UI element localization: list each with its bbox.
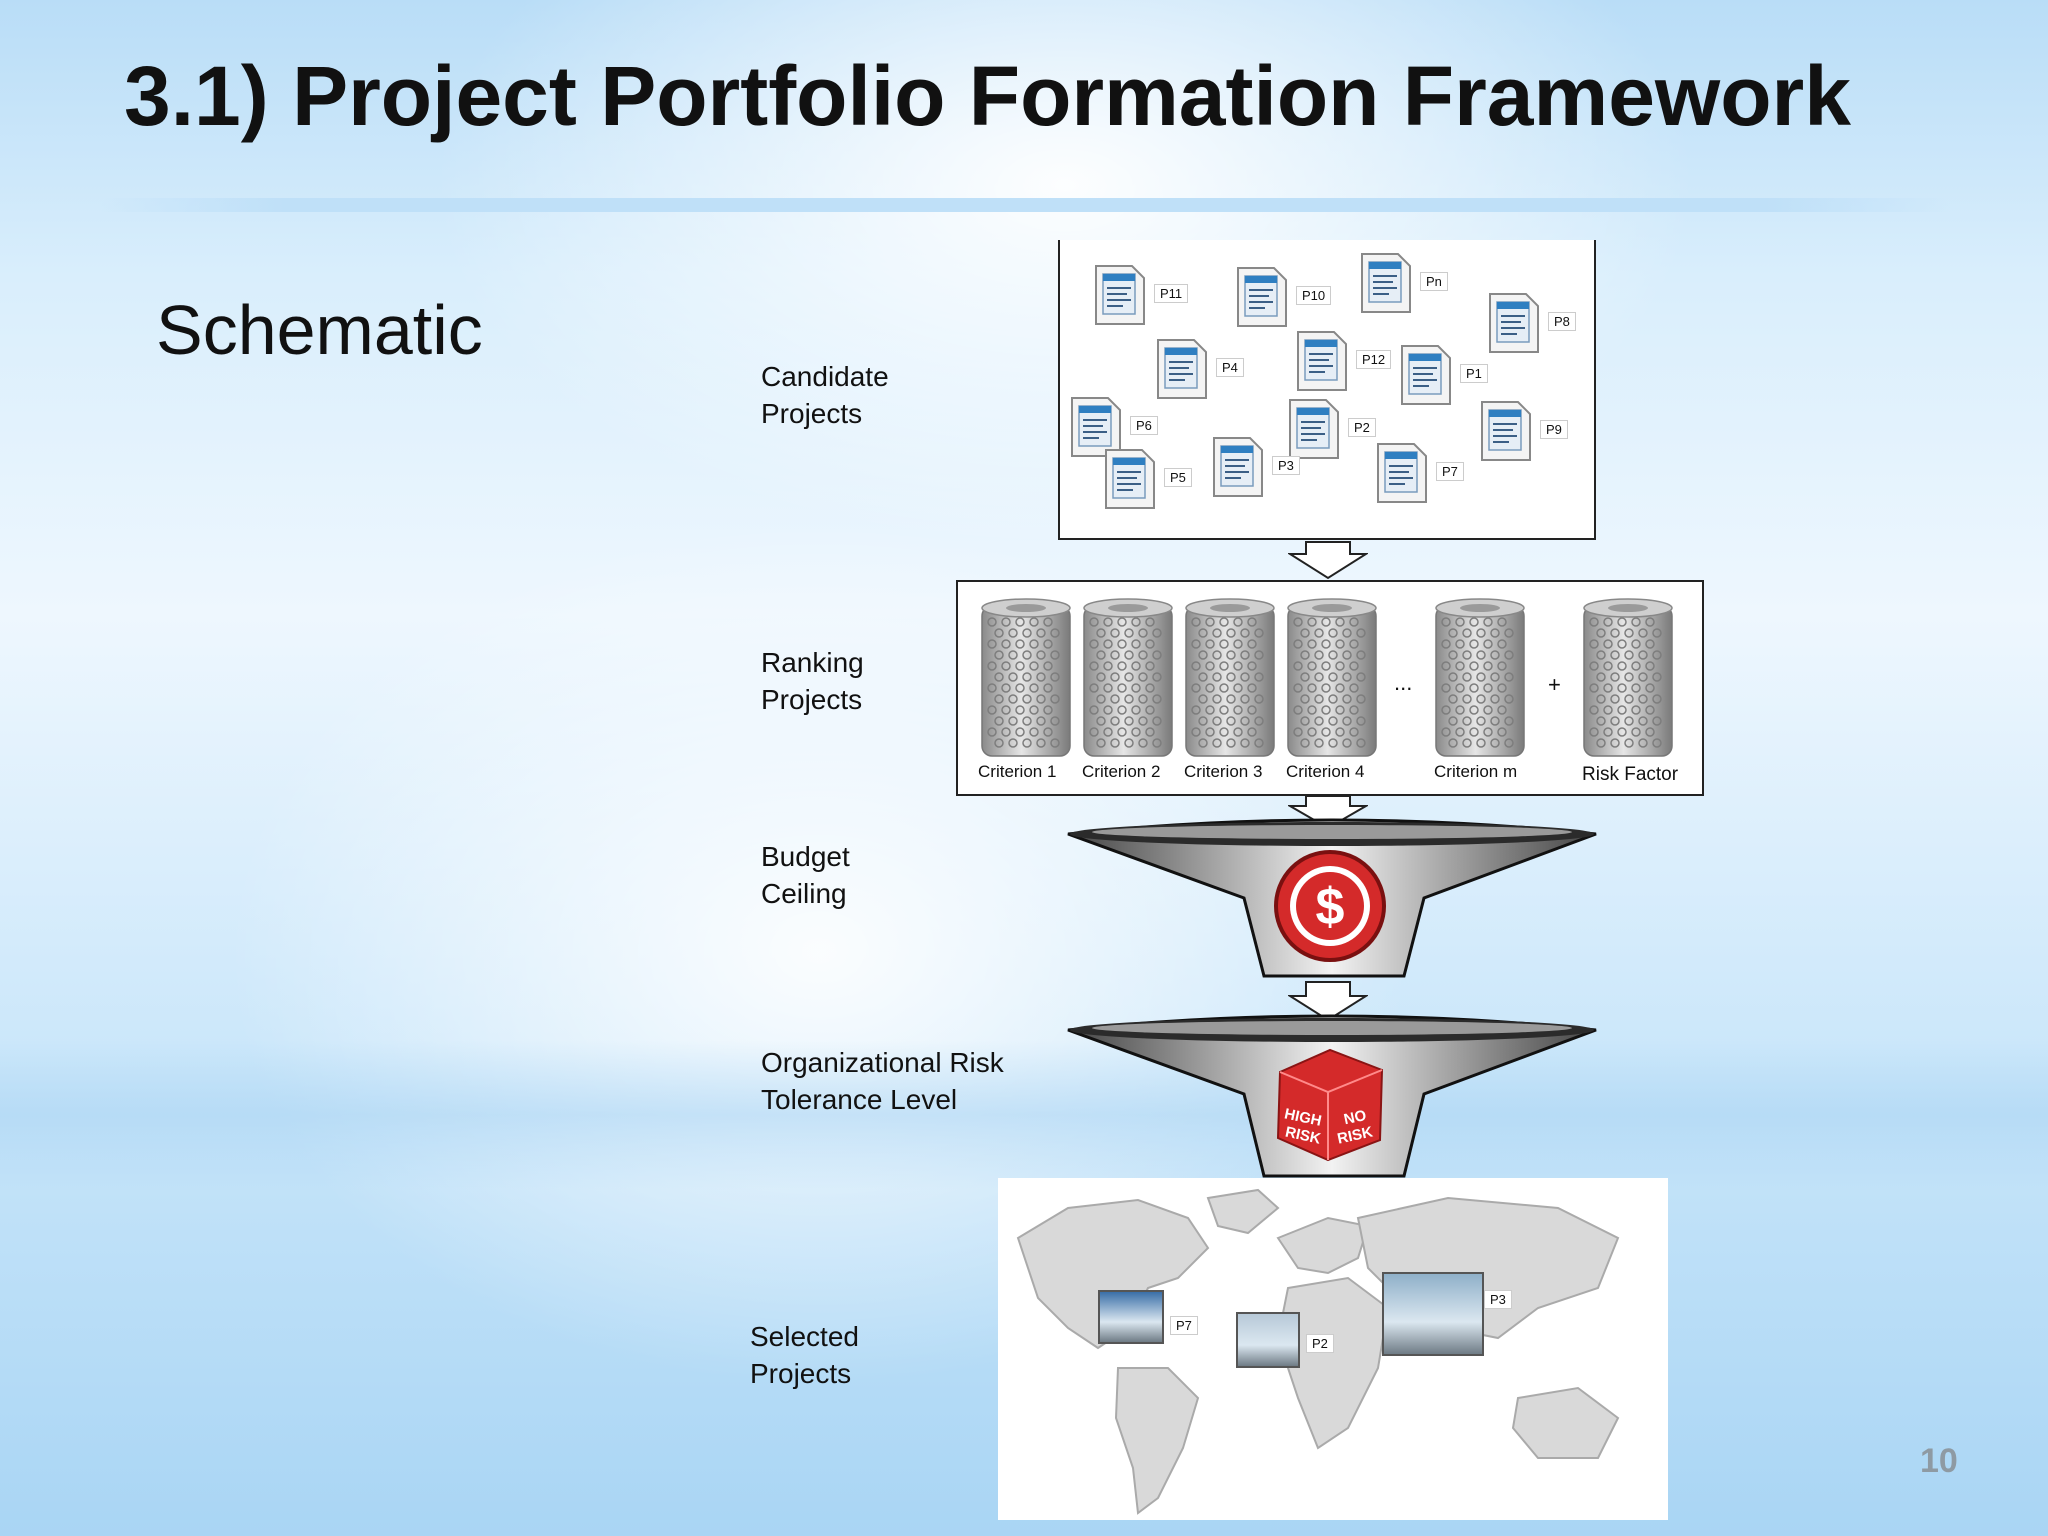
ellipsis-glyph: ... <box>1394 670 1413 695</box>
project-document-icon <box>1156 338 1208 405</box>
criterion-label: Criterion 3 <box>1184 762 1263 781</box>
project-document-icon <box>1104 448 1156 515</box>
filter-cartridge-icon <box>978 596 1074 769</box>
project-document-icon <box>1376 442 1428 509</box>
project-label: P5 <box>1164 468 1192 487</box>
project-label: P11 <box>1154 284 1189 303</box>
project-label: P8 <box>1548 312 1576 331</box>
project-label: P2 <box>1348 418 1376 437</box>
risk-dice-icon: HIGH RISK NO RISK <box>1276 1048 1384 1162</box>
title-divider <box>100 198 1950 212</box>
down-arrow-icon <box>1288 795 1368 830</box>
project-label: P4 <box>1216 358 1244 377</box>
project-label: P10 <box>1296 286 1332 305</box>
svg-text:NO: NO <box>1342 1107 1368 1128</box>
selected-project-label: P2 <box>1306 1334 1334 1353</box>
svg-text:$: $ <box>1316 878 1345 936</box>
slide-subtitle: Schematic <box>156 291 483 369</box>
criterion-label: Criterion 1 <box>978 762 1057 781</box>
down-arrow-icon <box>1288 541 1368 580</box>
criterion-label: Criterion 2 <box>1082 762 1161 781</box>
project-label: P3 <box>1272 456 1300 475</box>
project-label: P1 <box>1460 364 1488 383</box>
project-document-icon <box>1236 266 1288 333</box>
project-label: P7 <box>1436 462 1464 481</box>
project-document-icon <box>1488 292 1540 359</box>
project-label: P6 <box>1130 416 1158 435</box>
project-label: P12 <box>1356 350 1392 369</box>
project-document-icon <box>1400 344 1452 411</box>
project-label: Pn <box>1420 272 1448 291</box>
dollar-icon: $ <box>1274 850 1386 962</box>
plus-glyph: + <box>1548 672 1561 697</box>
filter-cartridge-icon <box>1284 596 1380 769</box>
selected-project-label: P3 <box>1484 1290 1512 1309</box>
criterion-label: Risk Factor <box>1582 764 1679 785</box>
criterion-label: Criterion m <box>1434 762 1518 781</box>
project-document-icon <box>1094 264 1146 331</box>
page-number: 10 <box>1920 1442 1958 1480</box>
project-label: P9 <box>1540 420 1568 439</box>
project-document-icon <box>1296 330 1348 397</box>
selected-project-label: P7 <box>1170 1316 1198 1335</box>
slide-title: 3.1) Project Portfolio Formation Framewo… <box>124 49 1851 143</box>
project-document-icon <box>1360 252 1412 319</box>
down-arrow-icon <box>1288 981 1368 1022</box>
project-photo-icon <box>1098 1290 1164 1344</box>
project-document-icon <box>1070 396 1122 463</box>
filter-cartridge-icon <box>1432 596 1528 769</box>
project-document-icon <box>1212 436 1264 503</box>
filter-cartridge-icon <box>1080 596 1176 769</box>
ranking-projects-panel: Criterion 1 Criterion 2 Criterion 3 Criteri… <box>956 580 1704 796</box>
background-band <box>0 1040 2048 1190</box>
project-photo-icon <box>1382 1272 1484 1356</box>
project-document-icon <box>1288 398 1340 465</box>
project-document-icon <box>1480 400 1532 467</box>
filter-cartridge-icon <box>1580 596 1676 769</box>
criterion-label: Criterion 4 <box>1286 762 1365 781</box>
filter-cartridge-icon <box>1182 596 1278 769</box>
project-photo-icon <box>1236 1312 1300 1368</box>
